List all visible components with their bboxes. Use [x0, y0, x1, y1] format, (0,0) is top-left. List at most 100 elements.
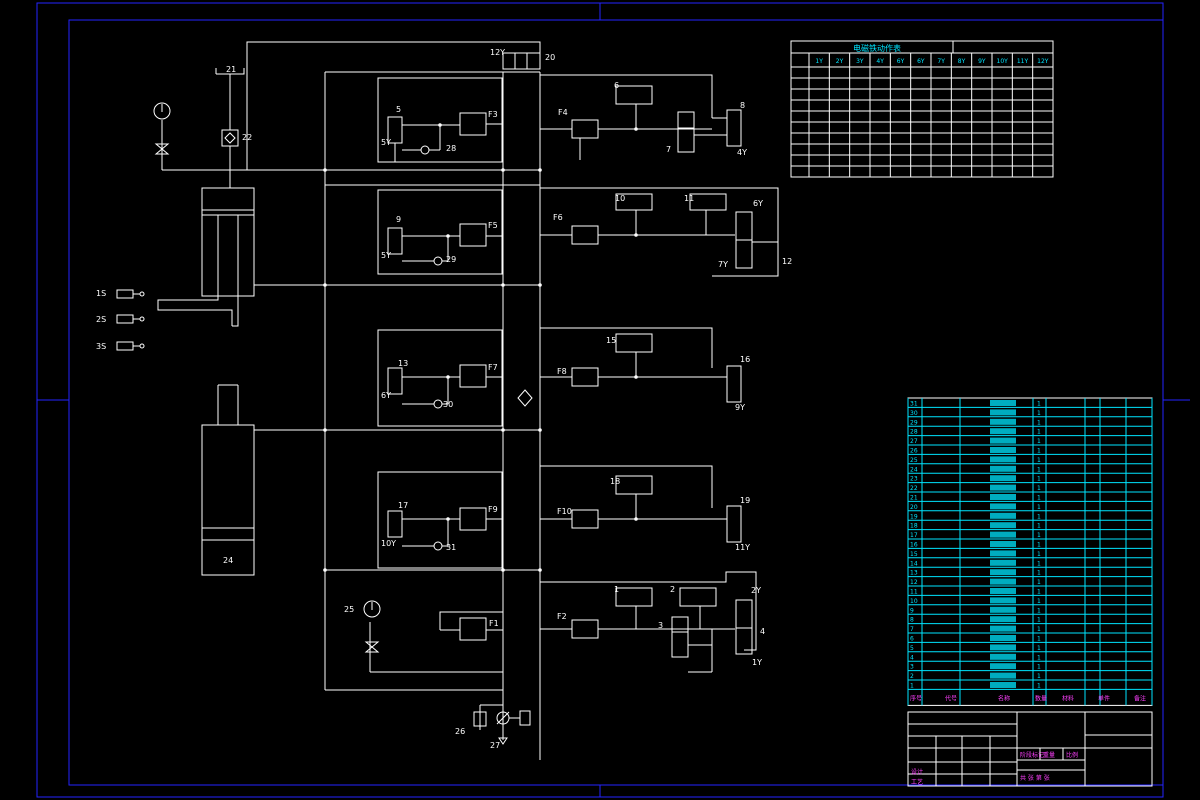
parts-row-qty: 1: [1037, 589, 1041, 596]
label-25: 25: [344, 605, 354, 614]
label-9y: 9Y: [735, 403, 745, 412]
label-5: 5: [396, 105, 401, 114]
label-6y: 6Y: [753, 199, 763, 208]
parts-row-name: [990, 569, 1016, 576]
parts-row-number: 20: [910, 504, 918, 511]
parts-row-name: [990, 465, 1016, 472]
junction-dots: [323, 123, 638, 572]
parts-row-name: [990, 682, 1016, 688]
parts-row-name: [990, 559, 1016, 566]
parts-row-qty: 1: [1037, 448, 1041, 455]
parts-row-number: 27: [910, 438, 918, 445]
label-7y: 7Y: [718, 260, 728, 269]
parts-row-number: 25: [910, 457, 918, 464]
label-5y: 5Y: [381, 138, 391, 147]
solenoid-valve-20: [502, 52, 541, 70]
label-2y: 2Y: [751, 586, 761, 595]
parts-row-number: 26: [910, 448, 918, 455]
parts-row-number: 30: [910, 410, 918, 417]
solenoid-col-header: 4Y: [876, 58, 884, 65]
parts-row-qty: 1: [1037, 560, 1041, 567]
label-27: 27: [490, 741, 500, 750]
check-valve-22: [221, 129, 239, 147]
label-29: 29: [446, 255, 456, 264]
parts-row-name: [990, 588, 1016, 594]
parts-row-number: 29: [910, 419, 918, 426]
parts-header-name: 名称: [998, 694, 1010, 702]
parts-row-qty: 1: [1037, 645, 1041, 652]
label-1y: 1Y: [752, 658, 762, 667]
parts-row-number: 17: [910, 532, 918, 539]
parts-row-qty: 1: [1037, 429, 1041, 436]
drawing-frame: [36, 2, 1190, 798]
label-19: 19: [740, 496, 750, 505]
designer-label: 设计: [911, 768, 923, 776]
label-f1: F1: [489, 619, 499, 628]
label-6: 6: [614, 81, 619, 90]
parts-row-number: 15: [910, 551, 918, 558]
label-12: 12: [782, 257, 792, 266]
parts-row-name: [990, 409, 1016, 416]
parts-row-name: [990, 428, 1016, 435]
parts-row-number: 28: [910, 429, 918, 436]
parts-row-qty: 1: [1037, 485, 1041, 492]
label-7: 7: [666, 145, 671, 154]
solenoid-col-header: 7Y: [937, 58, 945, 65]
parts-row-qty: 1: [1037, 466, 1041, 473]
label-f3: F3: [488, 110, 498, 119]
parts-row-name: [990, 672, 1016, 679]
parts-row-qty: 1: [1037, 579, 1041, 586]
parts-row-name: [990, 531, 1016, 538]
parts-row-qty: 1: [1037, 513, 1041, 520]
solenoid-col-header: 2Y: [836, 58, 844, 65]
solenoid-col-header: 6Y: [897, 58, 905, 65]
label-26: 26: [455, 727, 465, 736]
parts-row-name: [990, 578, 1016, 585]
solenoid-col-header: 8Y: [958, 58, 966, 65]
parts-header-remark: 备注: [1134, 694, 1146, 702]
solenoid-col-header: 1Y: [815, 58, 823, 65]
parts-row-number: 24: [910, 466, 918, 473]
parts-header-code: 代号: [945, 694, 957, 702]
parts-row-qty: 1: [1037, 673, 1041, 680]
parts-row-name: [990, 625, 1016, 632]
label-2: 2: [670, 585, 675, 594]
parts-row-qty: 1: [1037, 495, 1041, 502]
parts-row-number: 9: [910, 607, 914, 614]
solenoid-table-title: 电磁铁动作表: [853, 43, 901, 53]
parts-frame: [907, 397, 1153, 706]
label-13: 13: [398, 359, 408, 368]
parts-row-qty: 1: [1037, 664, 1041, 671]
parts-row-number: 10: [910, 598, 918, 605]
parts-row-qty: 1: [1037, 401, 1041, 408]
label-2s: 2S: [96, 315, 106, 324]
parts-row-number: 31: [910, 401, 918, 408]
parts-row-name: [990, 456, 1016, 463]
solenoid-col-header: 6Y: [917, 58, 925, 65]
label-15: 15: [606, 336, 616, 345]
weight-label: 重量: [1043, 751, 1055, 759]
label-f6: F6: [553, 213, 563, 222]
parts-row-name: [990, 644, 1016, 651]
label-f10: F10: [557, 507, 572, 516]
parts-row-qty: 1: [1037, 419, 1041, 426]
parts-row-qty: 1: [1037, 438, 1041, 445]
label-8: 8: [740, 101, 745, 110]
label-16: 16: [740, 355, 750, 364]
title-block: [907, 711, 1153, 787]
parts-row-name: [990, 541, 1016, 547]
parts-row-qty: 1: [1037, 598, 1041, 605]
label-30: 30: [443, 400, 453, 409]
parts-row-number: 8: [910, 617, 914, 624]
label-9: 9: [396, 215, 401, 224]
parts-row-qty: 1: [1037, 683, 1041, 690]
parts-row-name: [990, 484, 1016, 491]
solenoid-col-header: 12Y: [1037, 58, 1049, 65]
parts-row-number: 2: [910, 673, 914, 680]
parts-row-name: [990, 437, 1016, 444]
label-20: 20: [545, 53, 555, 62]
parts-row-name: [990, 512, 1016, 519]
pressure-gauge-left: [153, 102, 171, 155]
parts-row-number: 6: [910, 636, 914, 643]
